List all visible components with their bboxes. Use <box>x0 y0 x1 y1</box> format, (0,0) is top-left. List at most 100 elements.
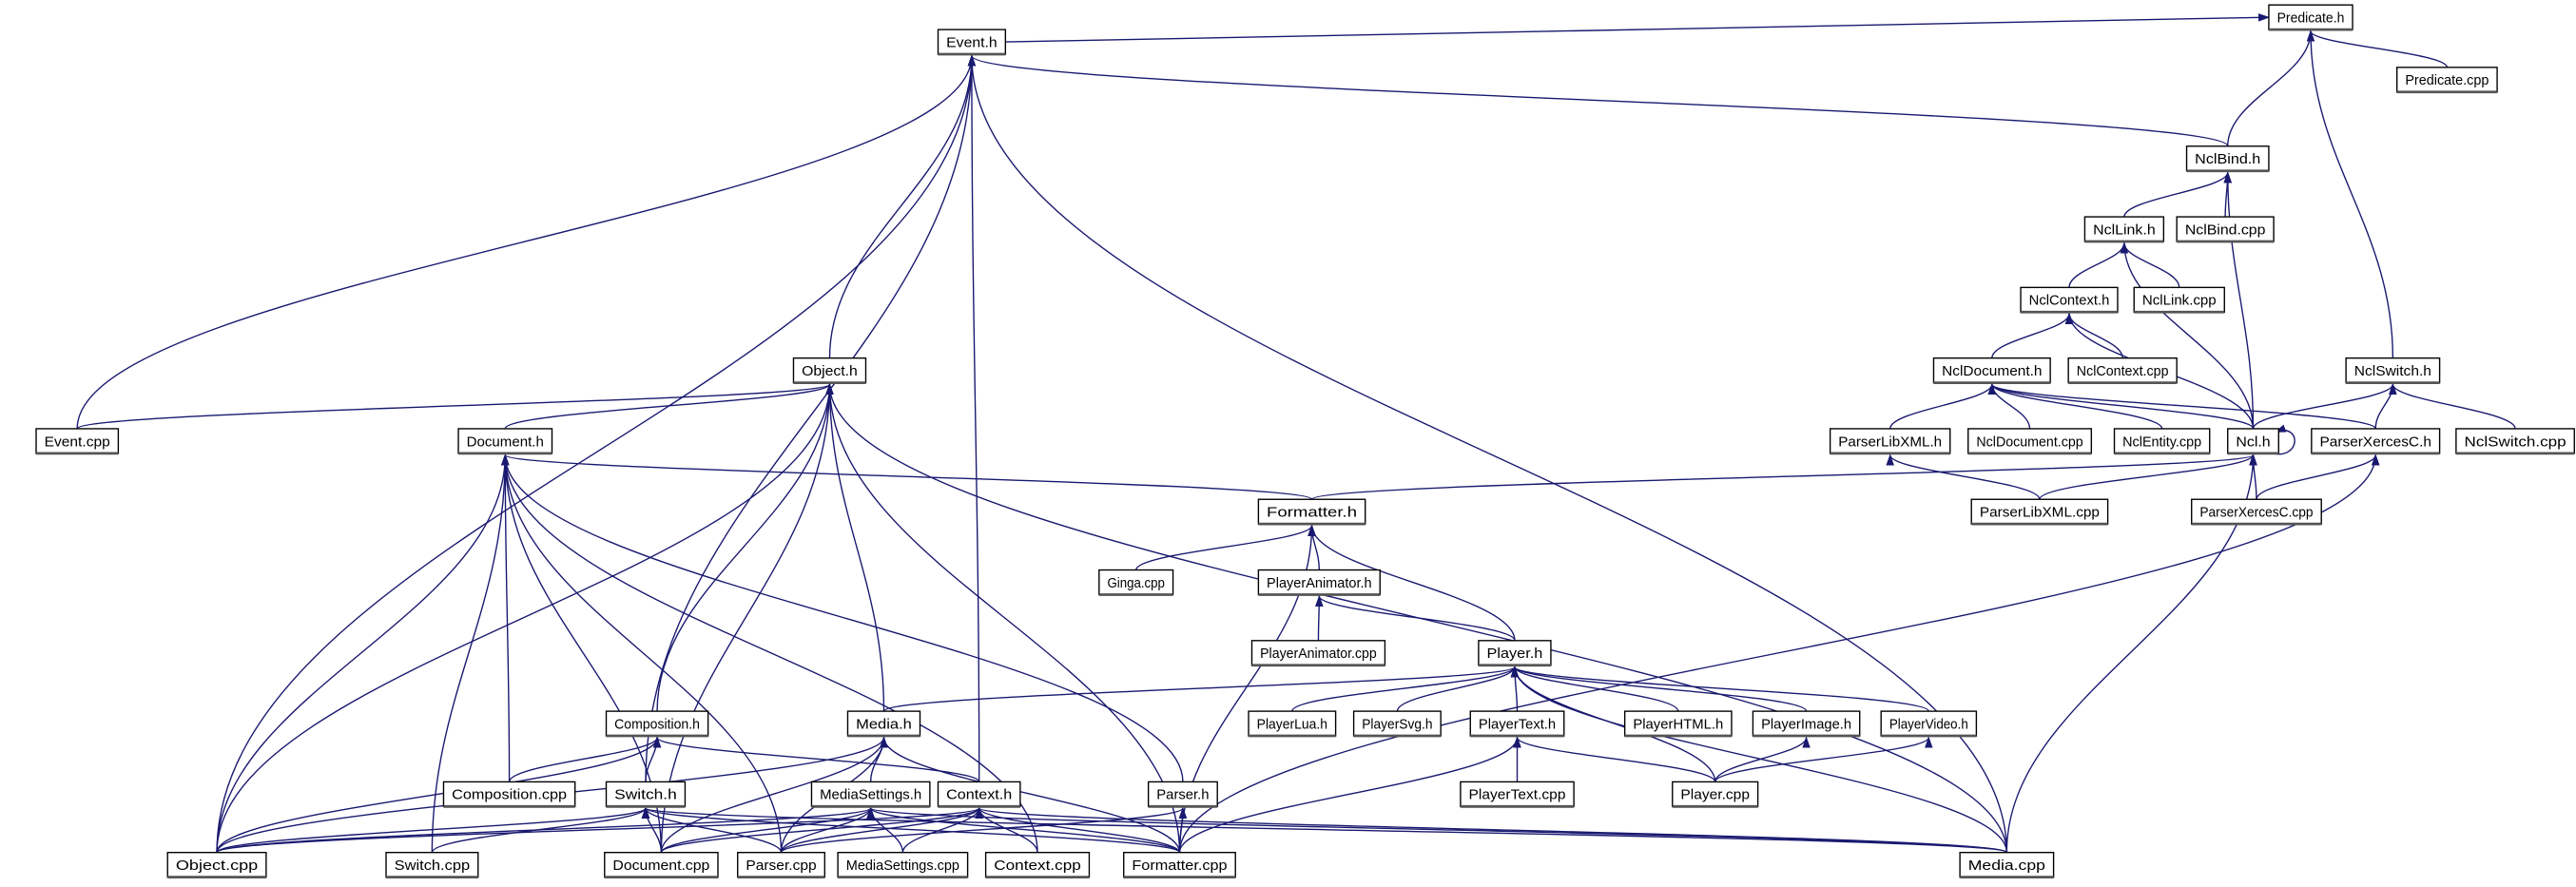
edge-player-h-to-playeranimator-h <box>1315 594 1516 642</box>
node-document-cpp[interactable]: Document.cpp <box>604 852 719 878</box>
node-composition-h[interactable]: Composition.h <box>605 710 709 738</box>
node-playertext-h[interactable]: PlayerText.h <box>1469 710 1565 738</box>
node-label: PlayerImage.h <box>1761 717 1851 732</box>
edge-ncl-h-to-nclbind-h <box>2223 171 2255 429</box>
edge-object-h-to-event-h <box>828 54 977 358</box>
node-ncllink-cpp[interactable]: NclLink.cpp <box>2133 286 2225 314</box>
node-label: Context.cpp <box>994 858 1081 874</box>
node-formatter-h[interactable]: Formatter.h <box>1257 498 1366 526</box>
node-event-h[interactable]: Event.h <box>937 29 1007 56</box>
node-composition-cpp[interactable]: Composition.cpp <box>442 781 576 808</box>
node-mediasettings-cpp[interactable]: MediaSettings.cpp <box>837 852 969 878</box>
node-label: MediaSettings.cpp <box>846 858 959 874</box>
edge-nclbind-h-to-predicate-h <box>2227 29 2315 146</box>
node-playertext-cpp[interactable]: PlayerText.cpp <box>1460 781 1575 808</box>
node-parserlibxml-cpp[interactable]: ParserLibXML.cpp <box>1970 498 2109 526</box>
node-label: Formatter.cpp <box>1132 858 1227 874</box>
node-label: NclSwitch.h <box>2354 364 2431 379</box>
edge-parser-h-to-document-h <box>501 453 1184 782</box>
edge-player-cpp-to-playervideo-h <box>1714 736 1933 782</box>
node-player-cpp[interactable]: Player.cpp <box>1672 781 1759 808</box>
node-playerhtml-h[interactable]: PlayerHTML.h <box>1623 710 1733 738</box>
edge-ncl-h-to-ncl-h <box>2272 424 2295 455</box>
node-parserxercesc-h[interactable]: ParserXercesC.h <box>2311 428 2441 455</box>
node-playervideo-h[interactable]: PlayerVideo.h <box>1880 710 1978 738</box>
node-box <box>1257 569 1381 596</box>
node-ncllink-h[interactable]: NclLink.h <box>2083 216 2165 243</box>
node-ncldocument-cpp[interactable]: NclDocument.cpp <box>1967 428 2093 455</box>
node-playeranimator-h[interactable]: PlayerAnimator.h <box>1257 569 1381 596</box>
node-player-h[interactable]: Player.h <box>1478 640 1552 667</box>
node-label: Player.cpp <box>1680 788 1750 803</box>
node-box <box>605 710 709 737</box>
node-box <box>1932 357 2051 384</box>
node-parserxercesc-cpp[interactable]: ParserXercesC.cpp <box>2191 498 2322 526</box>
edge-ncl-h-to-ncllink-h <box>2120 241 2255 429</box>
node-box <box>1959 852 2055 878</box>
edge-formatter-cpp-to-playertext-h <box>1178 736 1521 853</box>
node-label: Media.h <box>856 717 912 732</box>
node-box <box>1829 428 1951 454</box>
edge-ncldocument-h-to-nclcontext-h <box>1991 312 2074 358</box>
node-object-cpp[interactable]: Object.cpp <box>166 852 267 878</box>
node-playeranimator-cpp[interactable]: PlayerAnimator.cpp <box>1250 640 1386 667</box>
node-box <box>605 781 687 808</box>
node-media-h[interactable]: Media.h <box>846 710 921 738</box>
edge-ncllink-h-to-nclbind-h <box>2123 171 2232 218</box>
node-playerimage-h[interactable]: PlayerImage.h <box>1752 710 1861 738</box>
edge-media-h-to-player-h <box>882 665 1519 712</box>
node-box <box>2345 357 2441 384</box>
node-ncl-h[interactable]: Ncl.h <box>2227 428 2279 455</box>
node-playersvg-h[interactable]: PlayerSvg.h <box>1352 710 1442 738</box>
node-ginga-cpp[interactable]: Ginga.cpp <box>1098 569 1174 596</box>
node-predicate-h[interactable]: Predicate.h <box>2268 4 2353 31</box>
node-formatter-cpp[interactable]: Formatter.cpp <box>1123 852 1236 878</box>
node-box <box>2268 4 2353 30</box>
edge-playersvg-h-to-player-h <box>1396 665 1520 712</box>
node-label: Switch.cpp <box>395 858 470 874</box>
node-nclbind-h[interactable]: NclBind.h <box>2185 145 2270 173</box>
node-parser-h[interactable]: Parser.h <box>1147 781 1218 808</box>
node-box <box>604 852 719 878</box>
node-parserlibxml-h[interactable]: ParserLibXML.h <box>1829 428 1951 455</box>
node-document-h[interactable]: Document.h <box>457 428 553 455</box>
edge-document-cpp-to-mediasettings-h <box>660 806 875 854</box>
edge-nclswitch-cpp-to-nclswitch-h <box>2389 383 2516 430</box>
node-nclentity-cpp[interactable]: NclEntity.cpp <box>2113 428 2211 455</box>
node-label: NclBind.h <box>2195 152 2260 167</box>
edge-switch-cpp-to-document-h <box>431 453 510 853</box>
node-object-h[interactable]: Object.h <box>792 357 867 384</box>
edge-object-cpp-to-event-h <box>216 54 977 853</box>
node-playerlua-h[interactable]: PlayerLua.h <box>1248 710 1337 738</box>
node-parser-cpp[interactable]: Parser.cpp <box>737 852 825 878</box>
node-predicate-cpp[interactable]: Predicate.cpp <box>2395 67 2498 94</box>
node-media-cpp[interactable]: Media.cpp <box>1959 852 2055 878</box>
node-label: PlayerText.h <box>1479 717 1556 732</box>
edge-object-cpp-to-mediasettings-h <box>216 806 875 854</box>
node-nclswitch-h[interactable]: NclSwitch.h <box>2345 357 2441 384</box>
node-nclcontext-cpp[interactable]: NclContext.cpp <box>2067 357 2178 384</box>
node-nclbind-cpp[interactable]: NclBind.cpp <box>2176 216 2275 243</box>
node-ncldocument-h[interactable]: NclDocument.h <box>1932 357 2051 384</box>
node-label: NclContext.cpp <box>2077 364 2169 379</box>
edge-ncllink-cpp-to-ncllink-h <box>2120 241 2180 288</box>
edge-switch-h-to-event-h <box>645 54 977 782</box>
node-box <box>2133 286 2225 313</box>
node-label: Composition.h <box>614 717 700 732</box>
node-context-h[interactable]: Context.h <box>937 781 1021 808</box>
node-nclswitch-cpp[interactable]: NclSwitch.cpp <box>2455 428 2575 455</box>
node-nclcontext-h[interactable]: NclContext.h <box>2020 286 2119 314</box>
node-label: PlayerVideo.h <box>1889 717 1968 732</box>
node-event-cpp[interactable]: Event.cpp <box>35 428 120 455</box>
node-switch-h[interactable]: Switch.h <box>605 781 687 808</box>
edge-media-cpp-to-switch-h <box>642 806 2008 854</box>
node-label: Event.cpp <box>45 434 110 450</box>
node-mediasettings-h[interactable]: MediaSettings.h <box>810 781 931 808</box>
node-context-cpp[interactable]: Context.cpp <box>984 852 1091 878</box>
edge-parserlibxml-cpp-to-parserlibxml-h <box>1886 453 2041 500</box>
edge-context-h-to-event-h <box>967 54 980 782</box>
edge-composition-cpp-to-document-h <box>501 453 511 782</box>
node-box <box>2191 498 2322 525</box>
node-switch-cpp[interactable]: Switch.cpp <box>385 852 479 878</box>
